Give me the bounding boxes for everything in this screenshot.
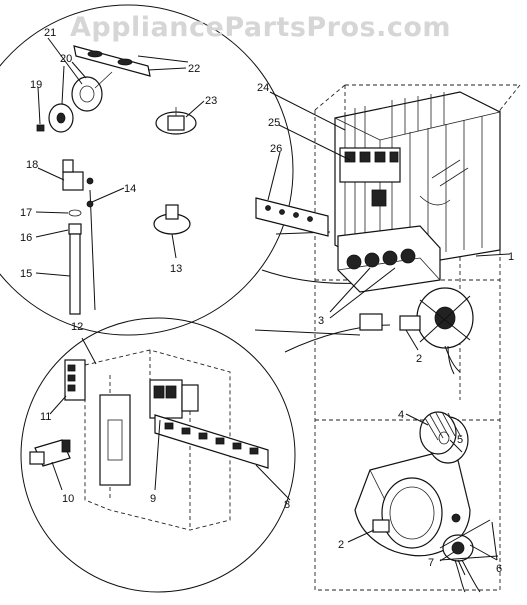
label-13: 13: [170, 263, 182, 275]
blower-housing: [354, 447, 471, 557]
burner-assembly: [337, 225, 441, 293]
label-23: 23: [205, 95, 217, 107]
label-3: 3: [318, 315, 324, 327]
label-17: 17: [20, 207, 32, 219]
cabinet-blower: [359, 287, 474, 375]
upper-detail-parts: [36, 45, 197, 315]
label-15: 15: [20, 268, 32, 280]
label-25: 25: [268, 117, 280, 129]
label-6: 6: [496, 563, 502, 575]
blower-wheel: [419, 411, 469, 464]
label-2-housing: 2: [338, 539, 344, 551]
label-14: 14: [124, 183, 136, 195]
label-26: 26: [270, 143, 282, 155]
label-18: 18: [26, 159, 38, 171]
heat-exchanger: [334, 91, 501, 271]
label-22: 22: [188, 63, 200, 75]
part-labels: 21 22 20 19 23 18 14 17 16 15 13 24 25 2…: [20, 27, 514, 575]
lower-detail-parts: [29, 349, 269, 531]
label-1: 1: [508, 251, 514, 263]
label-19: 19: [30, 79, 42, 91]
label-12: 12: [71, 321, 83, 333]
lower-detail-circle: [20, 317, 296, 593]
label-8: 8: [284, 499, 290, 511]
label-20: 20: [60, 53, 72, 65]
watermark: AppliancePartsPros.com: [70, 12, 452, 43]
label-4: 4: [398, 409, 404, 421]
label-7: 7: [428, 557, 434, 569]
gas-manifold: [255, 197, 329, 237]
label-24: 24: [257, 82, 269, 94]
label-2-cabinet: 2: [416, 353, 422, 365]
upper-detail-circle: [0, 4, 294, 336]
label-5: 5: [457, 434, 463, 446]
label-leaders: [35, 37, 511, 562]
label-9: 9: [150, 493, 156, 505]
label-21: 21: [44, 27, 56, 39]
label-11: 11: [40, 411, 51, 423]
label-16: 16: [20, 232, 32, 244]
label-10: 10: [62, 493, 74, 505]
